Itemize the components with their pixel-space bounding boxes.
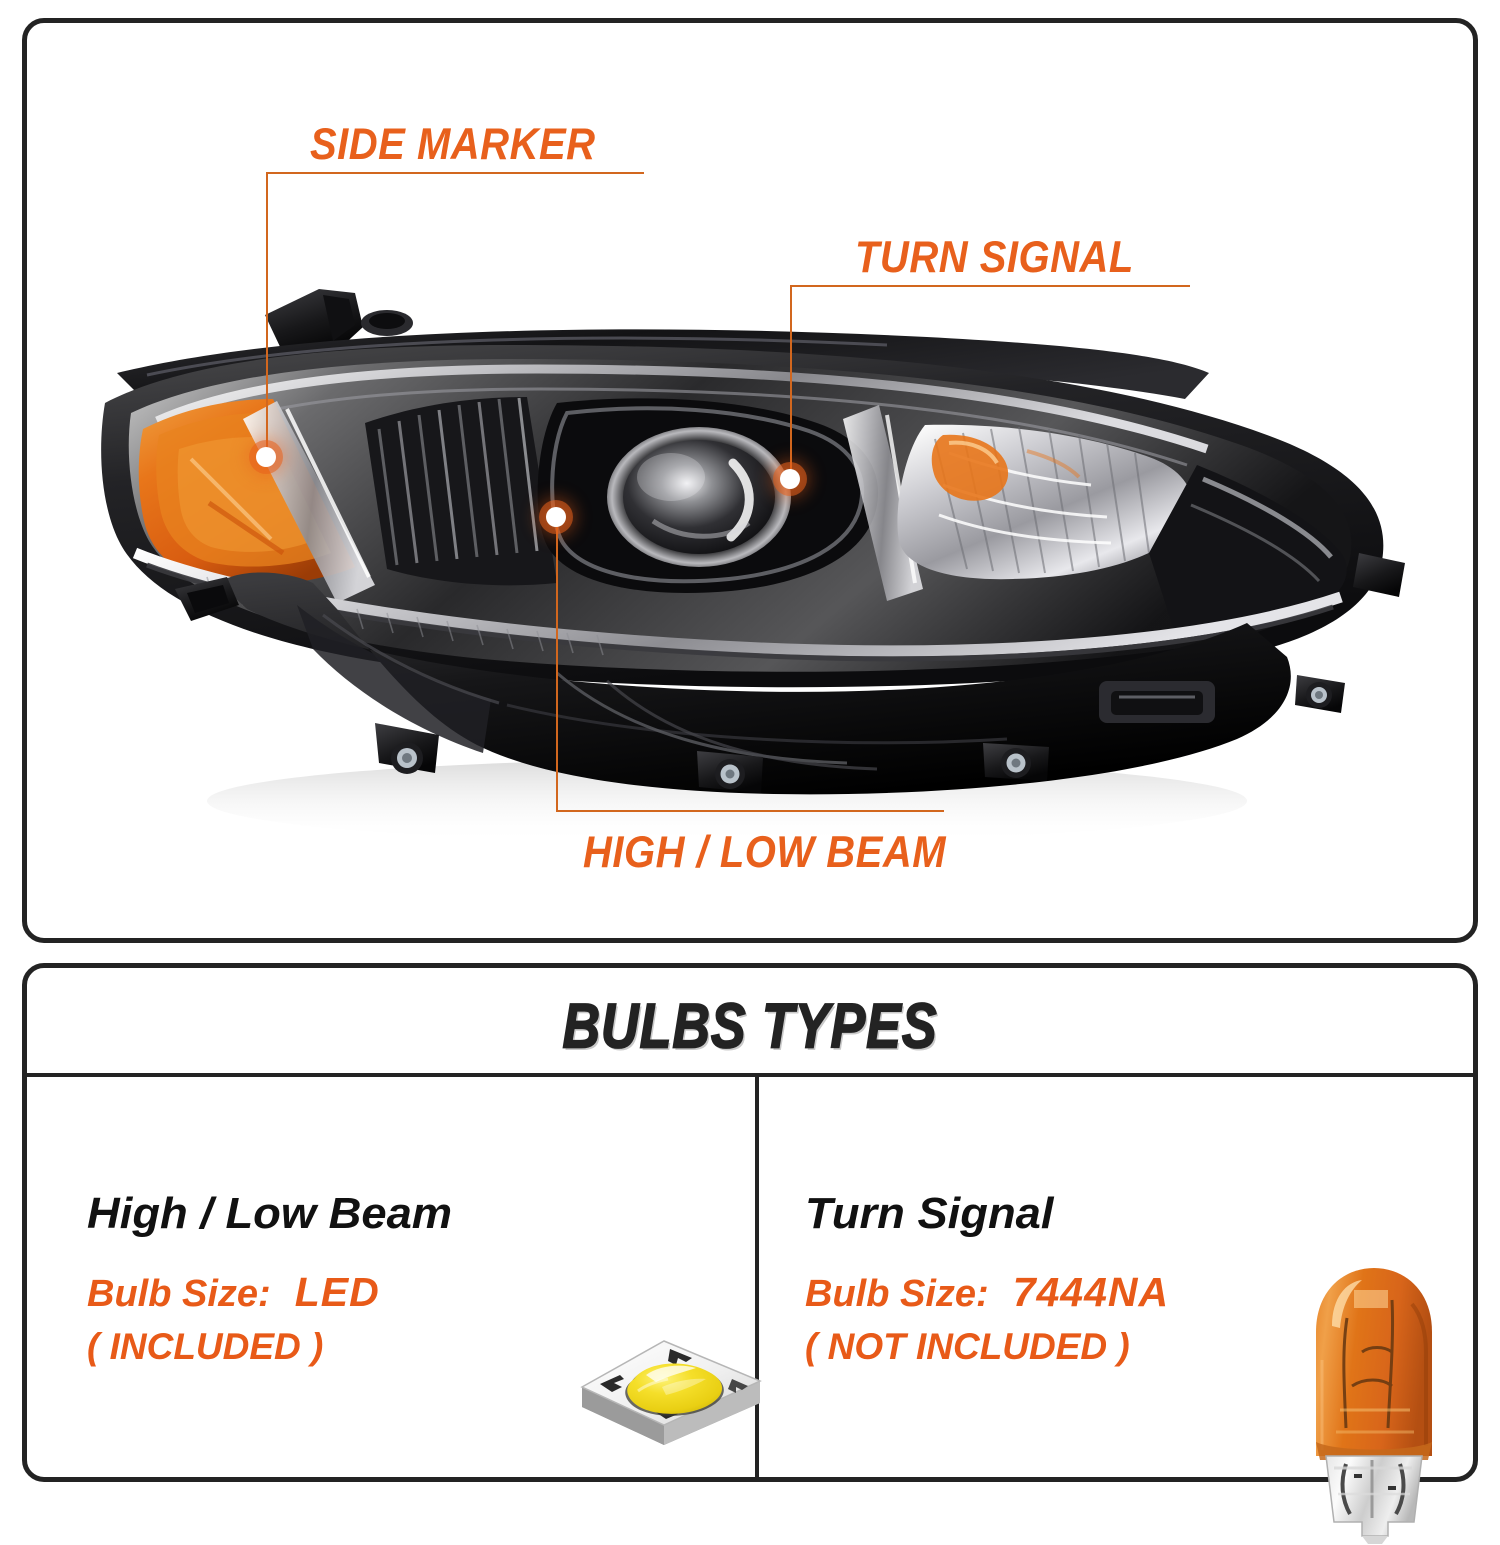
bulb-size-row-high-low-beam: Bulb Size: LED — [87, 1269, 547, 1316]
leader-line-side-marker-horizontal — [266, 172, 644, 174]
headlight-diagram-panel: SIDE MARKER TURN SIGNAL HIGH / LOW BEAM — [22, 18, 1478, 943]
leader-line-high-low-vertical — [556, 517, 558, 810]
bulb-size-label-turn-signal: Bulb Size: — [805, 1273, 989, 1315]
bulb-availability-high-low-beam: ( INCLUDED ) — [87, 1326, 324, 1367]
bulbs-column-divider — [755, 1073, 759, 1477]
bulb-size-value-turn-signal: 7444NA — [1012, 1269, 1170, 1315]
led-chip-icon — [572, 1329, 768, 1501]
bulb-info-turn-signal: Turn Signal Bulb Size: 7444NA ( NOT INCLU… — [805, 1189, 1275, 1378]
headlight-assembly-image — [87, 253, 1417, 853]
infographic-root: SIDE MARKER TURN SIGNAL HIGH / LOW BEAM … — [22, 18, 1478, 1544]
bulb-name-turn-signal: Turn Signal — [805, 1189, 1054, 1238]
leader-line-side-marker-vertical — [266, 172, 268, 457]
bulb-size-row-turn-signal: Bulb Size: 7444NA — [805, 1269, 1275, 1316]
callout-dot-turn-signal — [780, 469, 800, 489]
bulb-name-high-low-beam: High / Low Beam — [87, 1189, 453, 1238]
bulb-cell-turn-signal: Turn Signal Bulb Size: 7444NA ( NOT INCLU… — [759, 1077, 1473, 1544]
bulb-size-label-high-low-beam: Bulb Size: — [87, 1273, 271, 1315]
callout-label-high-low-beam: HIGH / LOW BEAM — [583, 828, 947, 878]
bulbs-header-divider — [27, 1073, 1473, 1077]
leader-line-high-low-horizontal — [556, 810, 944, 812]
leader-line-turn-signal-vertical — [790, 285, 792, 479]
bulbs-types-panel: BULBS TYPES High / Low Beam Bulb Size: LE… — [22, 963, 1478, 1544]
bulbs-types-title: BULBS TYPES — [562, 990, 938, 1063]
callout-label-side-marker: SIDE MARKER — [310, 120, 596, 170]
callout-dot-side-marker — [256, 447, 276, 467]
amber-wedge-bulb-icon — [1292, 1260, 1457, 1545]
callout-dot-high-low-beam — [546, 507, 566, 527]
callout-label-turn-signal: TURN SIGNAL — [855, 233, 1134, 283]
bulb-size-value-high-low-beam: LED — [294, 1269, 380, 1315]
bulb-cell-high-low-beam: High / Low Beam Bulb Size: LED ( INCLUDED… — [27, 1077, 762, 1477]
bulb-availability-turn-signal: ( NOT INCLUDED ) — [805, 1326, 1130, 1367]
leader-line-turn-signal-horizontal — [790, 285, 1190, 287]
bulb-info-high-low-beam: High / Low Beam Bulb Size: LED ( INCLUDED… — [87, 1189, 547, 1378]
